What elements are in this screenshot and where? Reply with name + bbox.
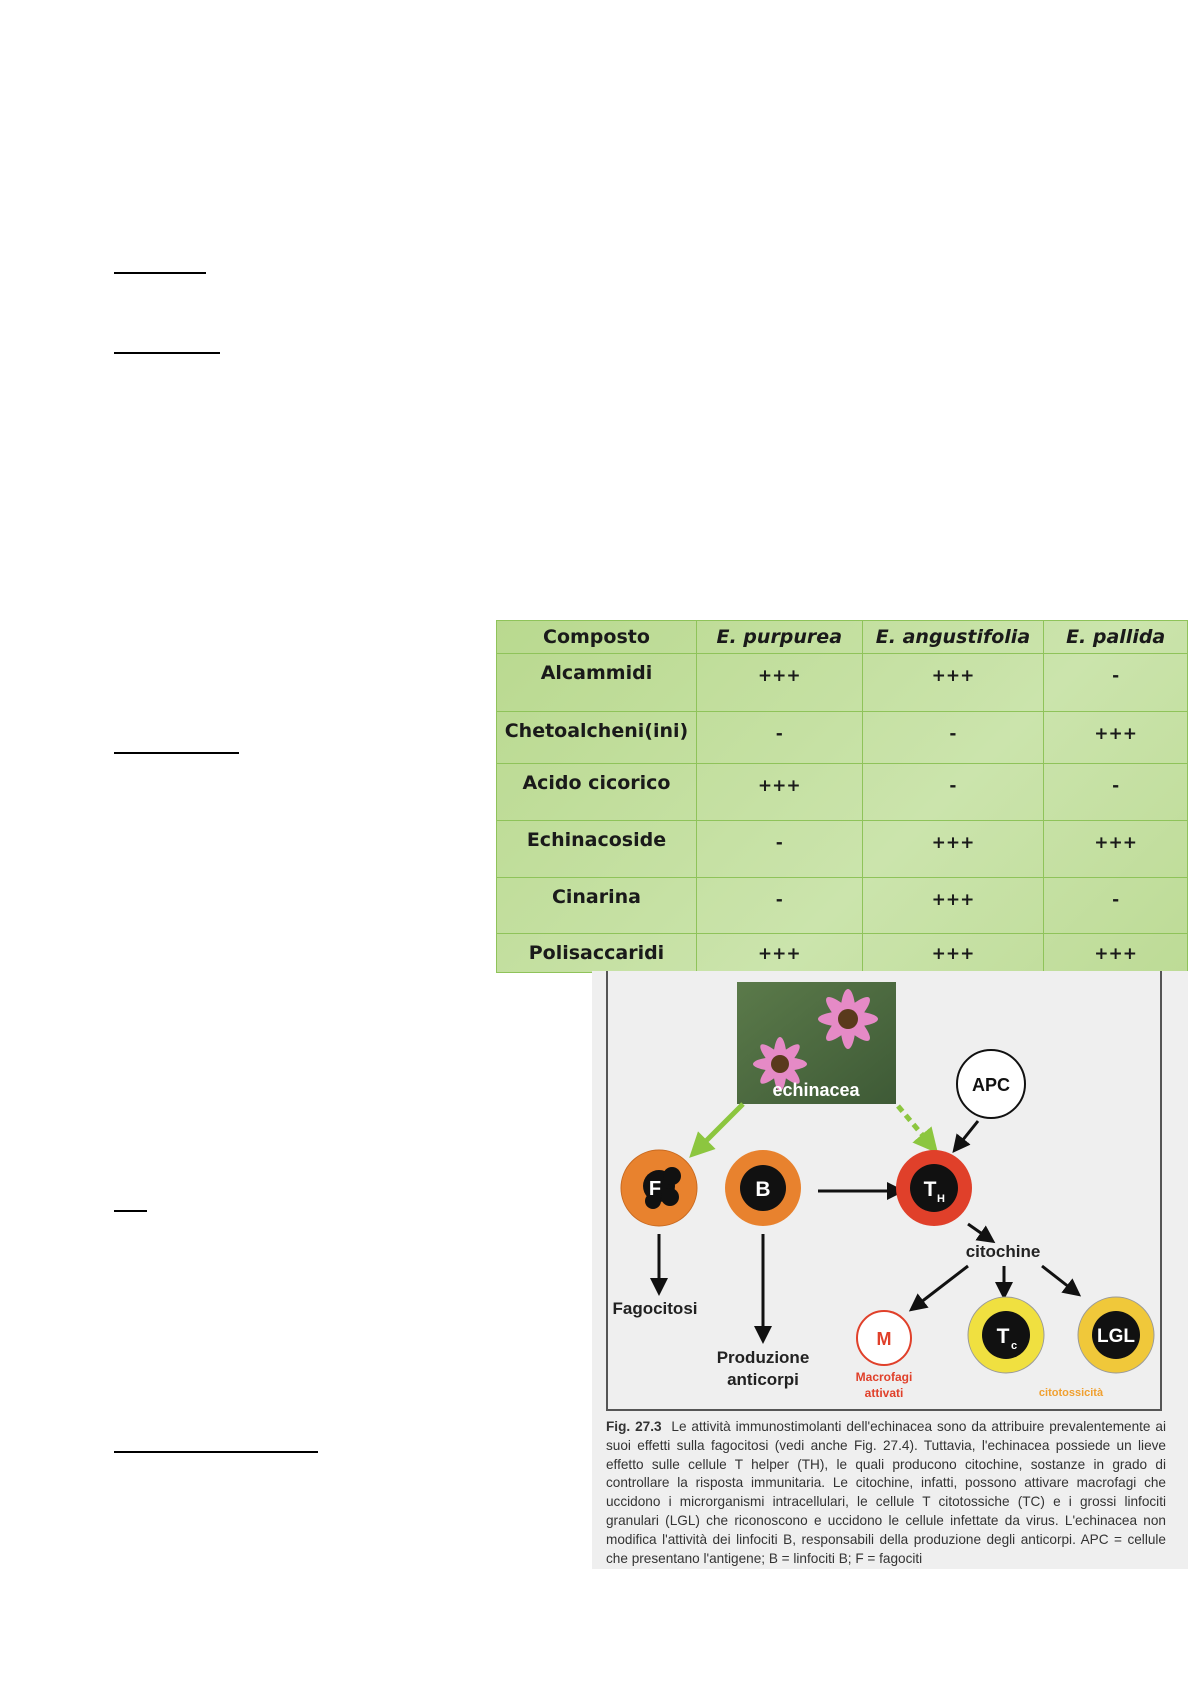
compound-name: Alcammidi (496, 653, 697, 712)
b-label: B (755, 1178, 770, 1201)
cell-value: +++ (861, 877, 1045, 934)
header-pallida: E. pallida (1043, 620, 1188, 654)
m-node (856, 1310, 912, 1366)
caption-figure-number: Fig. 27.3 (606, 1419, 662, 1434)
table-row: Polisaccaridi +++ +++ +++ (496, 933, 1188, 973)
f-label: F (649, 1178, 661, 1200)
arrow-th-citochine (967, 1222, 996, 1244)
arrow-to-m (908, 1264, 969, 1312)
anticorpi-label: anticorpi (727, 1370, 799, 1389)
attivati-label: attivati (865, 1386, 904, 1400)
table-row: Acido cicorico +++ - - (496, 763, 1188, 821)
produzione-label: Produzione (717, 1348, 810, 1367)
immune-diagram: echinacea APC F B T H citochine (612, 982, 1155, 1400)
photo-label: echinacea (772, 1080, 860, 1100)
dashed-green-arrow-to-th (896, 1104, 939, 1154)
header-composto: Composto (496, 620, 697, 654)
cell-value: +++ (695, 653, 863, 712)
fagocitosi-label: Fagocitosi (612, 1299, 697, 1318)
tc-label: T (997, 1325, 1010, 1348)
citochine-label: citochine (966, 1242, 1041, 1261)
cell-value: - (1043, 763, 1188, 821)
table-row: Chetoalcheni(ini) - - +++ (496, 711, 1188, 764)
cell-value: - (695, 877, 863, 934)
th-label: T (924, 1178, 937, 1201)
compound-name: Chetoalcheni(ini) (496, 711, 697, 764)
cell-value: - (861, 763, 1045, 821)
citotossicita-label: citotossicità (1039, 1387, 1104, 1399)
th-subscript: H (937, 1193, 945, 1205)
cell-value: - (1043, 653, 1188, 712)
figure-panel: echinacea APC F B T H citochine (592, 971, 1188, 1569)
apc-node (956, 1049, 1026, 1119)
cell-value: +++ (1043, 820, 1188, 878)
cell-value: +++ (861, 653, 1045, 712)
table-header-row: Composto E. purpurea E. angustifolia E. … (496, 620, 1188, 654)
cell-value: +++ (1043, 933, 1188, 973)
arrow-apc-th (952, 1120, 980, 1154)
cell-value: +++ (1043, 711, 1188, 764)
lgl-label: LGL (1097, 1326, 1135, 1347)
cell-value: +++ (861, 820, 1045, 878)
compound-name: Acido cicorico (496, 763, 697, 821)
underline-1 (114, 272, 206, 274)
cell-value: - (695, 711, 863, 764)
tc-subscript: c (1011, 1340, 1017, 1352)
immune-diagram-box: echinacea APC F B T H citochine (606, 971, 1162, 1411)
green-arrow-to-f (689, 1102, 745, 1158)
echinacea-compounds-table: Composto E. purpurea E. angustifolia E. … (496, 620, 1188, 973)
compound-name: Cinarina (496, 877, 697, 934)
apc-label: APC (972, 1075, 1010, 1095)
header-purpurea: E. purpurea (695, 620, 863, 654)
macrofagi-label: Macrofagi (856, 1370, 913, 1384)
echinacea-photo: echinacea (737, 982, 896, 1104)
underline-4 (114, 1210, 147, 1212)
compound-name: Polisaccaridi (496, 933, 697, 973)
m-label: M (877, 1329, 892, 1349)
cell-value: - (861, 711, 1045, 764)
cell-value: +++ (861, 933, 1045, 973)
figure-caption: Fig. 27.3 Le attività immunostimolanti d… (606, 1418, 1166, 1568)
cell-value: - (1043, 877, 1188, 934)
cell-value: +++ (695, 763, 863, 821)
underline-2 (114, 352, 220, 354)
compound-name: Echinacoside (496, 820, 697, 878)
table-row: Echinacoside - +++ +++ (496, 820, 1188, 878)
arrow-to-lgl (1041, 1264, 1082, 1297)
caption-text: Le attività immunostimolanti dell'echina… (606, 1419, 1166, 1566)
cell-value: +++ (695, 933, 863, 973)
underline-5 (114, 1451, 318, 1453)
underline-3 (114, 752, 239, 754)
table-row: Alcammidi +++ +++ - (496, 653, 1188, 712)
header-angustifolia: E. angustifolia (861, 620, 1045, 654)
table-row: Cinarina - +++ - (496, 877, 1188, 934)
cell-value: - (695, 820, 863, 878)
